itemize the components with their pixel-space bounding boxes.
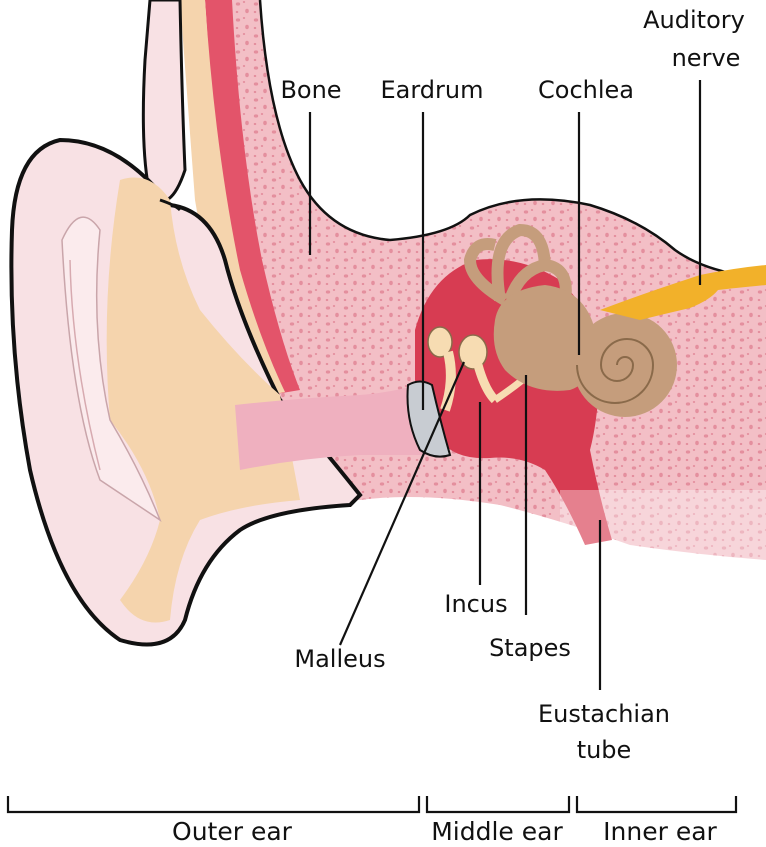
label-stapes: Stapes — [489, 634, 571, 662]
label-auditory-nerve-2: nerve — [672, 44, 741, 72]
label-eustachian-1: Eustachian — [538, 700, 670, 728]
section-middle-ear: Middle ear — [431, 817, 563, 846]
label-malleus: Malleus — [294, 645, 385, 673]
label-eustachian-2: tube — [577, 736, 632, 764]
label-cochlea: Cochlea — [538, 76, 634, 104]
label-incus: Incus — [444, 590, 507, 618]
label-eardrum: Eardrum — [380, 76, 483, 104]
section-brackets — [8, 796, 736, 812]
section-inner-ear: Inner ear — [603, 817, 717, 846]
section-outer-ear: Outer ear — [172, 817, 293, 846]
label-bone: Bone — [280, 76, 341, 104]
label-auditory-nerve-1: Auditory — [643, 6, 745, 34]
